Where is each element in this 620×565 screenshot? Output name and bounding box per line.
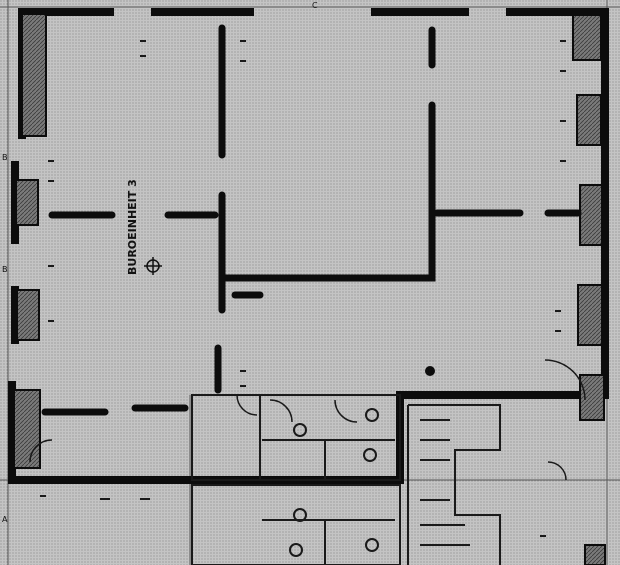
axis-mark-c: C (312, 1, 318, 10)
interior-walls (41, 24, 582, 416)
door-swings (29, 359, 586, 481)
axis-mark-a: A (2, 515, 8, 524)
north-arrow-icon (144, 257, 162, 275)
axis-mark-b-lower: B (2, 265, 8, 274)
column-dot-icon (425, 366, 435, 376)
axis-mark-b-upper: B (2, 153, 8, 162)
wall-piers (13, 13, 606, 565)
wc-block (191, 394, 401, 565)
dimension-ticks (40, 40, 566, 537)
room-label: BUROEINHEIT 3 (126, 179, 139, 275)
stairwell (407, 404, 501, 565)
